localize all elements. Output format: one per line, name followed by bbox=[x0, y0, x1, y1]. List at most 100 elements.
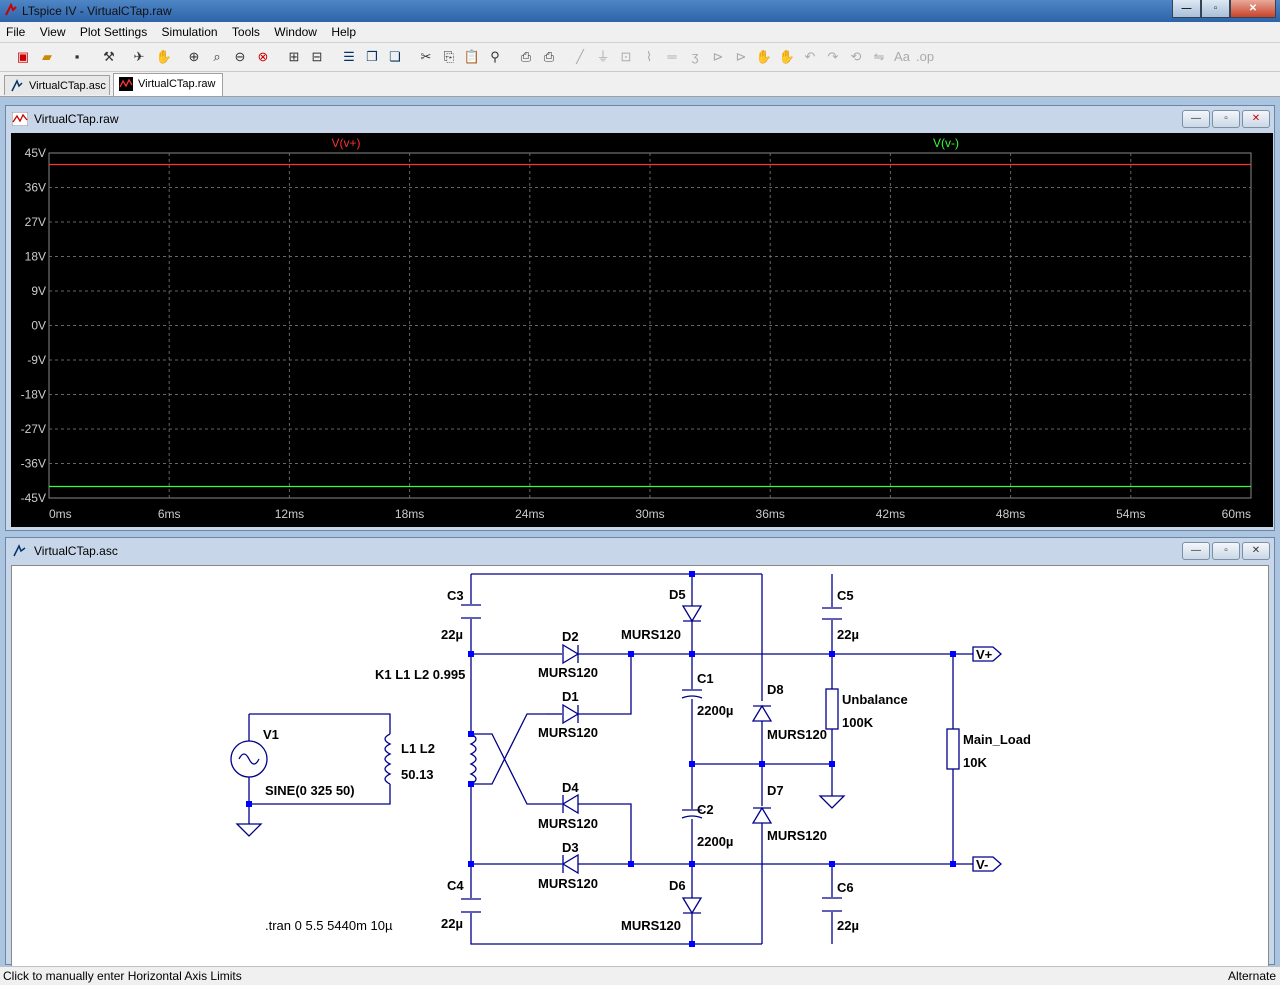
control-panel-icon[interactable]: ⚒ bbox=[103, 49, 115, 64]
capacitor-icon[interactable]: ═ bbox=[667, 49, 677, 64]
y-tick-label: 36V bbox=[25, 181, 46, 195]
inductor-icon[interactable]: ʒ bbox=[691, 49, 699, 64]
redo-icon[interactable]: ↷ bbox=[827, 49, 839, 64]
menu-view[interactable]: View bbox=[39, 25, 66, 39]
x-tick-label: 6ms bbox=[158, 507, 181, 521]
window-title: LTspice IV - VirtualCTap.raw bbox=[22, 4, 172, 18]
zoom-out-icon[interactable]: ⊖ bbox=[234, 49, 246, 64]
schematic-icon bbox=[11, 79, 23, 92]
new-schematic-icon[interactable]: ▣ bbox=[16, 49, 30, 64]
x-tick-label: 54ms bbox=[1116, 507, 1145, 521]
resistor-icon[interactable]: ⌇ bbox=[645, 49, 653, 64]
d7-name: D7 bbox=[767, 783, 784, 798]
schematic-icon bbox=[13, 544, 26, 557]
r-unbalance-name: Unbalance bbox=[842, 692, 908, 707]
x-tick-label: 30ms bbox=[635, 507, 664, 521]
y-tick-label: 45V bbox=[25, 146, 46, 160]
y-tick-label: 27V bbox=[25, 215, 46, 229]
waveform-window-title: VirtualCTap.raw bbox=[34, 112, 119, 126]
tab-schematic-label: VirtualCTap.asc bbox=[29, 80, 106, 92]
maximize-button[interactable]: ▫ bbox=[1201, 0, 1230, 18]
menu-bar: File View Plot Settings Simulation Tools… bbox=[0, 22, 1280, 43]
schematic-drawing[interactable]: C3 22µ C4 22µ C5 22µ C6 22µ C1 2200µ C2 … bbox=[12, 566, 1268, 968]
y-tick-label: 9V bbox=[31, 284, 46, 298]
menu-tools[interactable]: Tools bbox=[231, 25, 260, 39]
y-tick-label: -36V bbox=[21, 457, 46, 471]
menu-window[interactable]: Window bbox=[274, 25, 317, 39]
copy-icon[interactable]: ⎘ bbox=[443, 49, 455, 64]
y-tick-label: -45V bbox=[21, 491, 46, 505]
halt-icon[interactable]: ✋ bbox=[155, 49, 173, 64]
cascade-icon[interactable]: ❐ bbox=[366, 49, 378, 64]
paste-icon[interactable]: 📋 bbox=[463, 49, 481, 64]
label-net-icon[interactable]: ⊡ bbox=[620, 49, 632, 64]
status-message: Click to manually enter Horizontal Axis … bbox=[3, 969, 242, 983]
ground-icon[interactable]: ⏚ bbox=[596, 49, 610, 64]
move-icon[interactable]: ✋ bbox=[755, 49, 773, 64]
find-icon[interactable]: ⚲ bbox=[490, 49, 500, 64]
schematic-restore-button[interactable]: ▫ bbox=[1212, 542, 1240, 560]
inductor-name: L1 L2 bbox=[401, 741, 435, 756]
component-icon[interactable]: ⊳ bbox=[735, 49, 747, 64]
print-preview-icon[interactable]: ⎙ bbox=[520, 49, 532, 64]
drag-icon[interactable]: ✋ bbox=[778, 49, 796, 64]
schematic-canvas[interactable]: C3 22µ C4 22µ C5 22µ C6 22µ C1 2200µ C2 … bbox=[11, 565, 1269, 969]
waveform-close-button[interactable]: ✕ bbox=[1242, 110, 1270, 128]
zoom-in-icon[interactable]: ⊕ bbox=[188, 49, 200, 64]
autorange-icon[interactable]: ⊞ bbox=[288, 49, 300, 64]
wire-icon[interactable]: ╱ bbox=[576, 49, 584, 64]
y-tick-label: -9V bbox=[27, 353, 46, 367]
x-tick-label: 42ms bbox=[876, 507, 905, 521]
x-tick-label: 60ms bbox=[1222, 507, 1251, 521]
d6-value: MURS120 bbox=[621, 918, 681, 933]
waveform-minimize-button[interactable]: — bbox=[1182, 110, 1210, 128]
d7-value: MURS120 bbox=[767, 828, 827, 843]
save-icon[interactable]: ▪ bbox=[74, 49, 80, 64]
mirror-icon[interactable]: ⇋ bbox=[873, 49, 885, 64]
d8-value: MURS120 bbox=[767, 727, 827, 742]
x-tick-label: 48ms bbox=[996, 507, 1025, 521]
schematic-close-button[interactable]: ✕ bbox=[1242, 542, 1270, 560]
legend-vplus: V(v+) bbox=[331, 136, 360, 150]
port-vplus: V+ bbox=[976, 647, 993, 662]
menu-file[interactable]: File bbox=[6, 25, 26, 39]
close-button[interactable]: ✕ bbox=[1230, 0, 1276, 18]
schematic-window-title: VirtualCTap.asc bbox=[34, 544, 118, 558]
cut-icon[interactable]: ✂ bbox=[420, 49, 432, 64]
r-mainload-name: Main_Load bbox=[963, 732, 1031, 747]
d1-value: MURS120 bbox=[538, 725, 598, 740]
c1-value: 2200µ bbox=[697, 703, 733, 718]
d3-name: D3 bbox=[562, 840, 579, 855]
run-icon[interactable]: ✈ bbox=[133, 49, 145, 64]
zoom-pan-icon[interactable]: ⌕ bbox=[213, 49, 221, 64]
menu-plot-settings[interactable]: Plot Settings bbox=[79, 25, 148, 39]
x-tick-label: 18ms bbox=[395, 507, 424, 521]
app-title-bar: LTspice IV - VirtualCTap.raw — ▫ ✕ bbox=[0, 0, 1280, 22]
schematic-minimize-button[interactable]: — bbox=[1182, 542, 1210, 560]
undo-icon[interactable]: ↶ bbox=[804, 49, 816, 64]
minimize-button[interactable]: — bbox=[1172, 0, 1201, 18]
y-tick-label: 18V bbox=[25, 250, 46, 264]
c1-name: C1 bbox=[697, 671, 714, 686]
diode-icon[interactable]: ⊳ bbox=[712, 49, 724, 64]
tab-schematic[interactable]: VirtualCTap.asc bbox=[4, 75, 110, 95]
print-icon[interactable]: ⎙ bbox=[543, 49, 555, 64]
tile-horizontal-icon[interactable]: ☰ bbox=[343, 49, 355, 64]
menu-simulation[interactable]: Simulation bbox=[161, 25, 218, 39]
tab-waveform[interactable]: VirtualCTap.raw bbox=[113, 73, 223, 96]
open-icon[interactable]: ▰ bbox=[42, 49, 52, 64]
text-icon[interactable]: Aa bbox=[894, 49, 910, 64]
c2-value: 2200µ bbox=[697, 834, 733, 849]
spice-directive-icon[interactable]: .op bbox=[916, 49, 935, 64]
rotate-icon[interactable]: ⟲ bbox=[850, 49, 862, 64]
grid-icon[interactable]: ⊟ bbox=[311, 49, 323, 64]
zoom-fit-icon[interactable]: ⊗ bbox=[257, 49, 269, 64]
tile-vertical-icon[interactable]: ❏ bbox=[389, 49, 401, 64]
d2-value: MURS120 bbox=[538, 665, 598, 680]
menu-help[interactable]: Help bbox=[331, 25, 356, 39]
waveform-restore-button[interactable]: ▫ bbox=[1212, 110, 1240, 128]
